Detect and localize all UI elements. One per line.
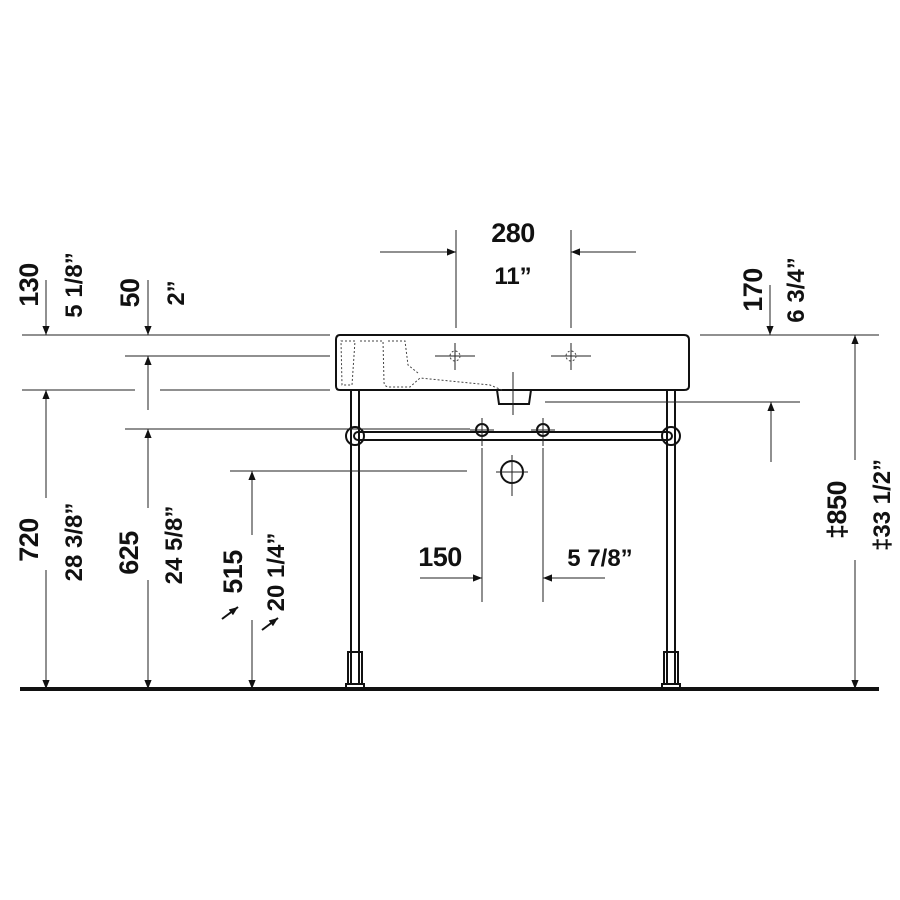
- label-280-mm: 280: [491, 218, 535, 248]
- label-170-inch: 6 3/4”: [783, 257, 810, 322]
- label-850-mm: ‡850: [822, 481, 852, 539]
- label-170-mm: 170: [738, 268, 768, 312]
- dimension-arrows: [42, 248, 859, 689]
- tap-hole-right: [551, 343, 591, 370]
- label-625-mm: 625: [114, 531, 144, 575]
- towel-rail: [353, 431, 673, 441]
- label-720-inch: 28 3/8”: [61, 503, 88, 582]
- label-130-mm: 130: [14, 263, 44, 307]
- label-850-inch: ‡33 1/2”: [869, 459, 896, 551]
- label-515-mm: 515: [218, 550, 248, 594]
- washbasin: [335, 334, 690, 415]
- label-130-inch: 5 1/8”: [61, 252, 88, 317]
- label-280-inch: 11”: [494, 263, 531, 290]
- tap-hole-left: [435, 343, 475, 370]
- label-50-mm: 50: [115, 278, 145, 307]
- label-150-inch: 5 7/8”: [567, 545, 632, 572]
- label-625-inch: 24 5/8”: [161, 506, 188, 585]
- label-720-mm: 720: [14, 518, 44, 562]
- label-50-inch: 2”: [163, 280, 190, 305]
- label-150-mm: 150: [418, 542, 462, 572]
- console-frame: [345, 390, 681, 689]
- label-515-inch: 20 1/4”: [263, 533, 290, 612]
